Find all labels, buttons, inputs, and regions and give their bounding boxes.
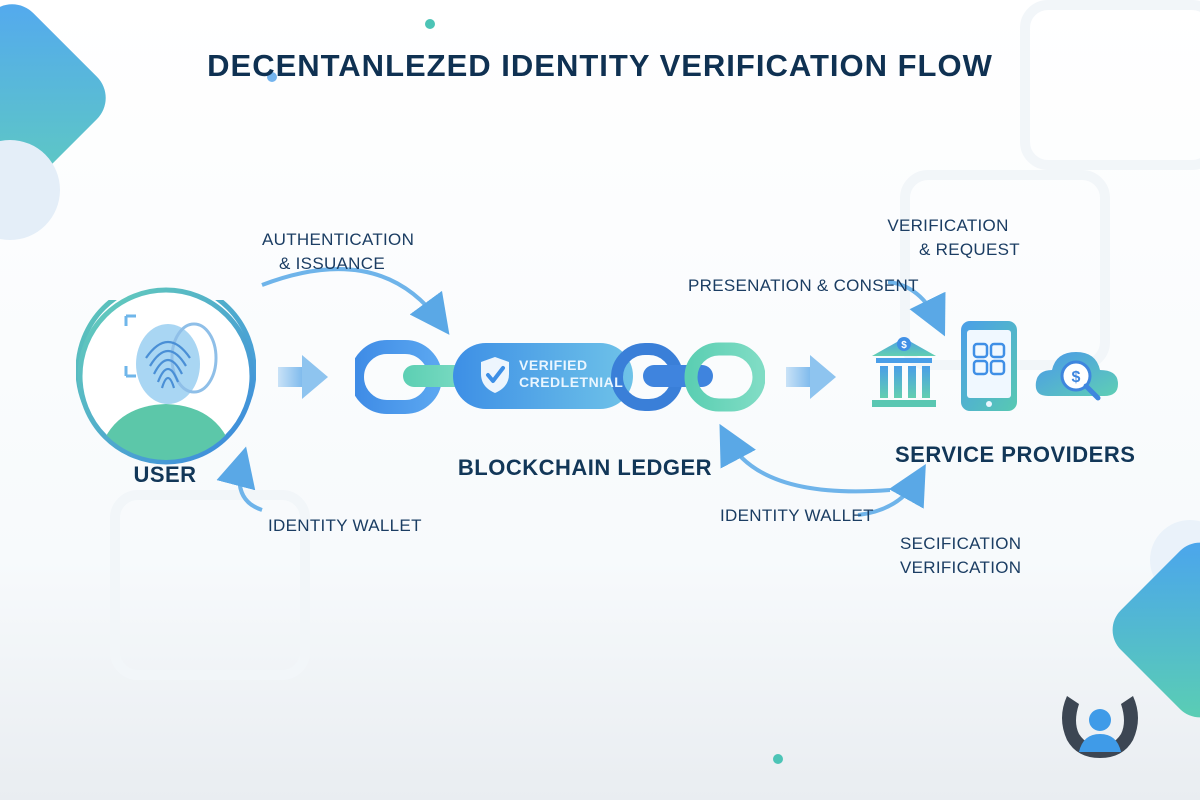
annotation-verification-request: VERIFICATION & REQUEST bbox=[885, 214, 1020, 262]
arrow-ledger-to-providers bbox=[786, 355, 836, 399]
svg-text:$: $ bbox=[1072, 369, 1081, 386]
annotation-secif-line-2: VERIFICATION bbox=[900, 558, 1022, 577]
annotation-auth-line-2: & ISSUANCE bbox=[279, 254, 385, 273]
arrow-verification-request bbox=[887, 280, 946, 337]
annotation-auth-line-1: AUTHENTICATION bbox=[262, 230, 415, 249]
node-label-user: USER bbox=[133, 462, 197, 487]
credential-line-2: CREDLETNIAL bbox=[519, 374, 624, 390]
arrow-return-to-ledger bbox=[719, 423, 891, 494]
decorative-ghost-square bbox=[110, 490, 310, 680]
chain-link-icon bbox=[355, 340, 765, 414]
arrow-identity-wallet-right bbox=[857, 464, 926, 517]
annotation-secif-line-1: SECIFICATION bbox=[900, 534, 1022, 553]
svg-text:$: $ bbox=[901, 340, 907, 351]
smartphone-app-icon bbox=[961, 321, 1017, 411]
arrow-auth-issuance bbox=[261, 267, 450, 335]
brand-logo-icon bbox=[1062, 696, 1138, 758]
arrow-identity-wallet-left bbox=[216, 446, 263, 512]
credential-line-1: VERIFIED bbox=[519, 357, 588, 373]
diagram-title: DECENTANLEZED IDENTITY VERIFICATION FLOW bbox=[207, 48, 993, 83]
annotation-secification-verification: SECIFICATION VERIFICATION bbox=[900, 532, 1022, 580]
decorative-dot bbox=[773, 754, 783, 764]
annotation-identity-wallet-right: IDENTITY WALLET bbox=[720, 506, 874, 525]
annotation-verif-line-1: VERIFICATION bbox=[887, 216, 1009, 235]
user-avatar-icon bbox=[77, 287, 255, 465]
annotation-verif-line-2: & REQUEST bbox=[919, 240, 1020, 259]
shield-check-icon bbox=[481, 357, 509, 393]
decorative-ghost-square bbox=[1020, 0, 1200, 170]
annotation-authentication-issuance: AUTHENTICATION & ISSUANCE bbox=[262, 228, 415, 276]
bank-icon: $ bbox=[872, 337, 936, 407]
arrow-user-to-ledger bbox=[278, 355, 328, 399]
annotation-identity-wallet-left: IDENTITY WALLET bbox=[268, 516, 422, 535]
verified-credential-label: VERIFIED CREDLETNIAL bbox=[519, 357, 623, 391]
node-label-providers: SERVICE PROVIDERS bbox=[895, 442, 1136, 467]
cloud-dollar-search-icon: $ bbox=[1035, 352, 1118, 401]
decorative-dot bbox=[267, 72, 277, 82]
node-label-ledger: BLOCKCHAIN LEDGER bbox=[457, 455, 713, 480]
decorative-dot bbox=[425, 19, 435, 29]
annotation-presentation-consent: PRESENATION & CONSENT bbox=[688, 276, 919, 295]
